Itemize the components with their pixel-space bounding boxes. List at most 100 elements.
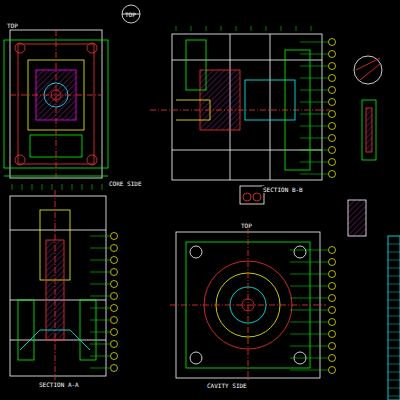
dimension-tick [32,184,33,190]
callout-bubble [329,367,336,374]
leader-line [300,114,328,115]
dimension-tick [251,26,252,31]
table-row [388,356,400,357]
leader-line [90,284,110,285]
callout-bubble [111,329,118,336]
leader-line [90,236,110,237]
dimension-tick [22,184,23,190]
table-row [388,396,400,397]
table-row [388,332,400,333]
leader-line [300,102,328,103]
callout-bubble [329,331,336,338]
table-row [388,348,400,349]
dimension-tick [82,184,83,190]
callout-bubble [329,51,336,58]
callout-bubble [329,295,336,302]
callout-bubble [329,343,336,350]
table-row [388,340,400,341]
callout-bubble [111,341,118,348]
leader-line [290,286,328,287]
callout-bubble [329,247,336,254]
leader-line [290,298,328,299]
view-label: TOP [6,22,19,29]
leader-line [90,368,110,369]
table-row [388,308,400,309]
leader-line [90,344,110,345]
leader-line [90,272,110,273]
callout-bubble [329,283,336,290]
leader-line [300,78,328,79]
leader-line [290,250,328,251]
table-row [388,284,400,285]
view-label: CORE SIDE [108,180,143,187]
leader-line [300,42,328,43]
callout-bubble [111,317,118,324]
callout-bubble [329,111,336,118]
leader-line [90,296,110,297]
table-row [388,364,400,365]
dimension-tick [72,184,73,190]
dimension-tick [191,26,192,31]
leader-line [300,174,328,175]
dimension-tick [266,26,267,31]
table-row [388,388,400,389]
leader-line [90,248,110,249]
callout-bubble [111,245,118,252]
leader-line [90,308,110,309]
dimension-tick [296,26,297,31]
callout-bubble [329,75,336,82]
table-row [388,380,400,381]
callout-bubble [329,355,336,362]
table-row [388,316,400,317]
dimension-tick [221,26,222,31]
leader-line [290,370,328,371]
callout-bubble [111,257,118,264]
table-row [388,292,400,293]
callout-bubble [329,259,336,266]
leader-line [290,346,328,347]
leader-line [90,260,110,261]
callout-bubble [329,39,336,46]
callout-bubble [111,233,118,240]
dimension-tick [176,26,177,31]
dimension-tick [52,184,53,190]
dimension-tick [102,184,103,190]
callout-bubble [329,307,336,314]
dimension-tick [62,184,63,190]
dimension-tick [12,184,13,190]
table-row [388,268,400,269]
callout-bubble [111,281,118,288]
leader-line [300,126,328,127]
callout-bubble [329,135,336,142]
dimension-tick [311,26,312,31]
leader-line [90,332,110,333]
table-row [388,244,400,245]
leader-line [300,90,328,91]
leader-line [300,162,328,163]
callout-bubble [329,63,336,70]
view-label: SECTION B-B [262,186,304,193]
view-label: CAVITY SIDE [206,382,248,389]
callout-bubble [329,159,336,166]
leader-line [300,150,328,151]
callout-bubble [329,123,336,130]
callout-bubble [111,365,118,372]
callout-bubble [329,271,336,278]
dimension-tick [206,26,207,31]
table-row [388,260,400,261]
callout-bubble [329,99,336,106]
leader-line [300,54,328,55]
callout-bubble [111,269,118,276]
callout-bubble [111,305,118,312]
callout-bubble [329,319,336,326]
dimension-tick [92,184,93,190]
leader-line [290,334,328,335]
table-row [388,324,400,325]
leader-line [290,322,328,323]
callout-bubble [329,147,336,154]
leader-line [290,262,328,263]
callout-bubble [329,171,336,178]
view-label: TOP [240,222,253,229]
dimension-tick [42,184,43,190]
